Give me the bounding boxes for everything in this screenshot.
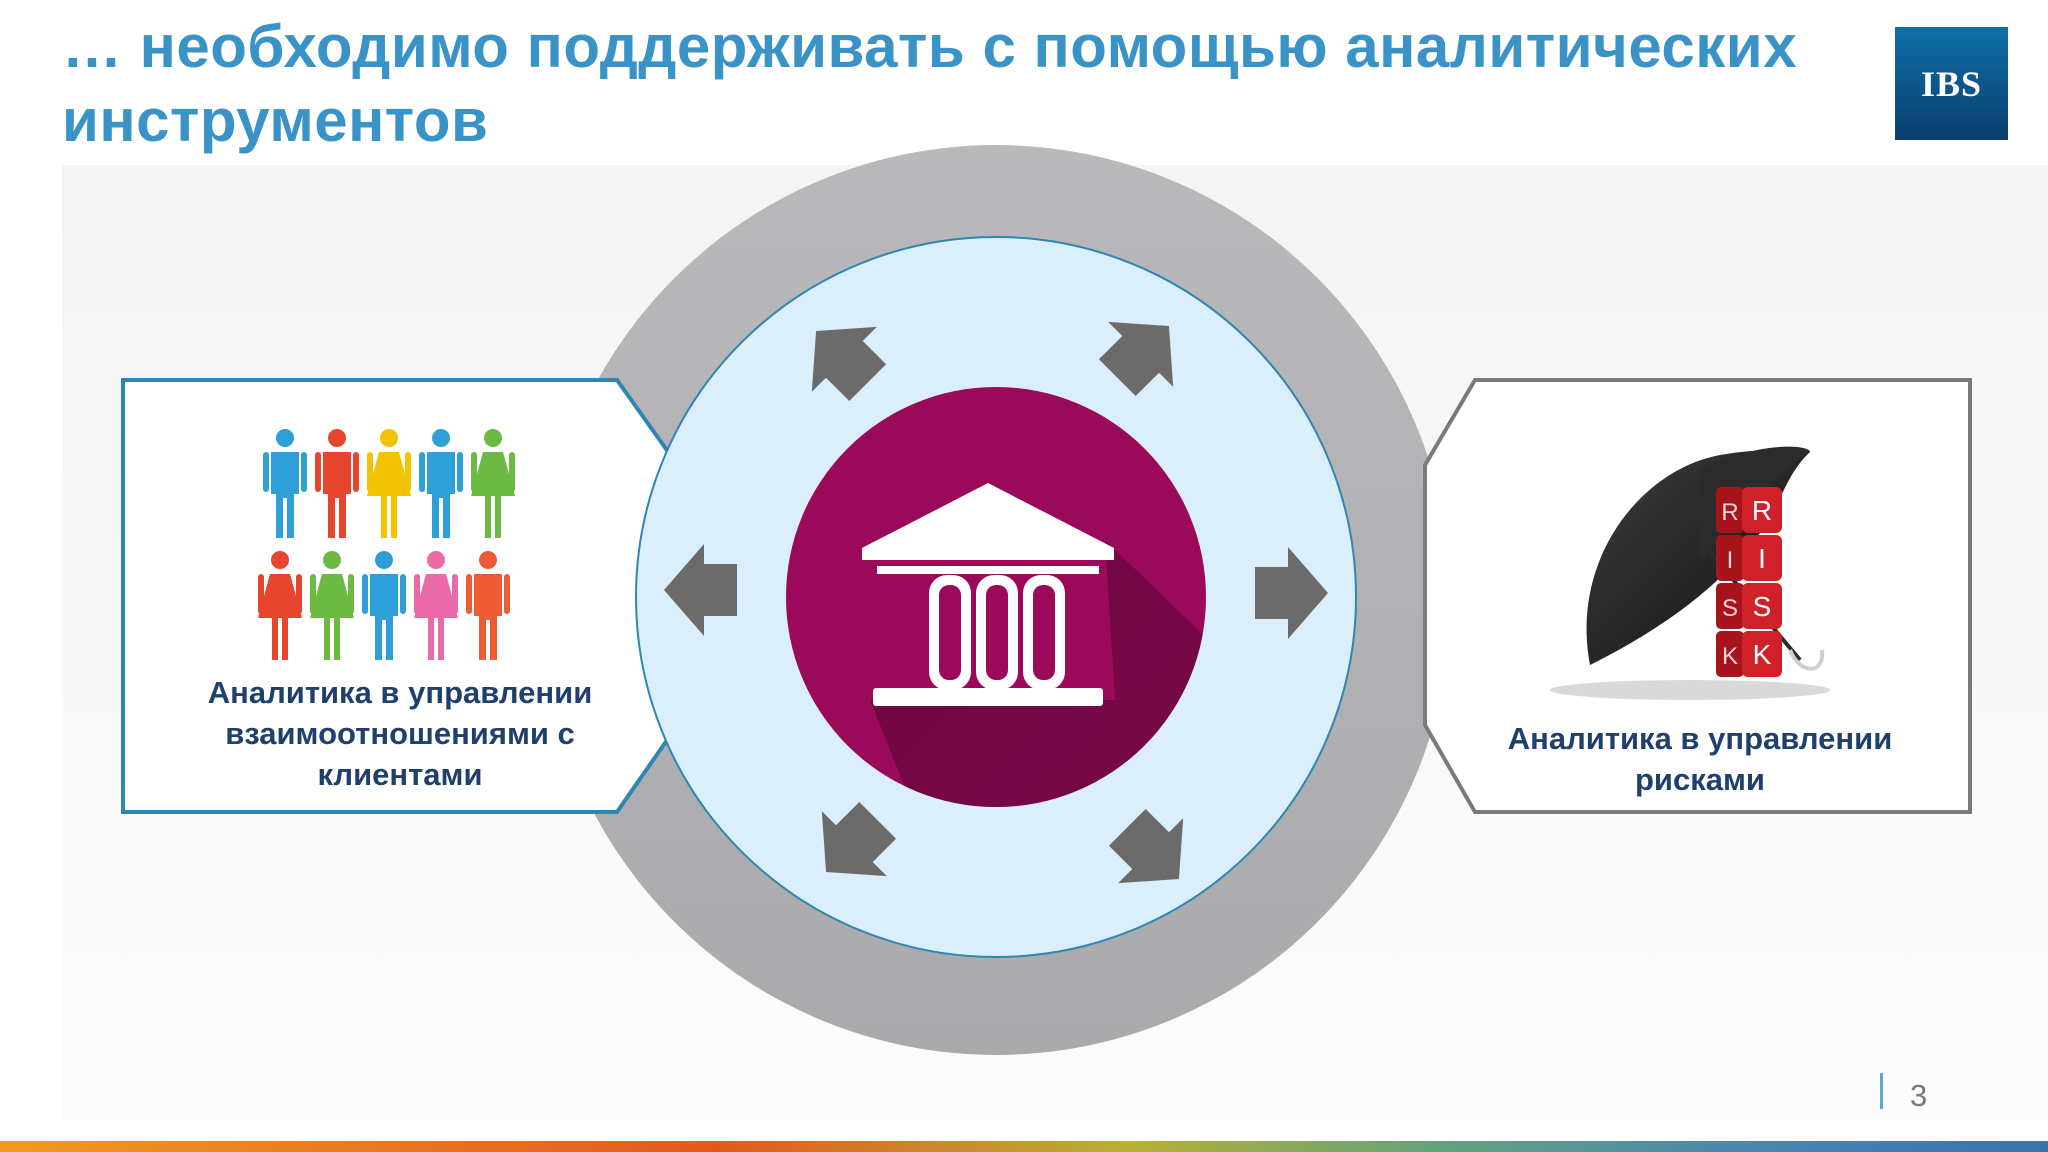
- person-icon: [414, 551, 458, 660]
- person-icon: [367, 429, 411, 538]
- risk-analytics-label: Аналитика в управлении рисками: [1450, 718, 1950, 800]
- center-long-shadow: [870, 540, 1206, 807]
- cycle-arrow-icon: [664, 544, 737, 636]
- cycle-arrow-icon: [1108, 808, 1184, 884]
- crm-line-1: Аналитика в управлении: [207, 675, 593, 710]
- person-icon: [310, 551, 354, 660]
- person-icon: [258, 551, 302, 660]
- page-number: 3: [1910, 1078, 1928, 1113]
- page-separator: [1880, 1073, 1883, 1109]
- people-crowd-icon: [258, 429, 515, 660]
- cycle-arrow-icon: [1098, 321, 1174, 397]
- cycle-arrow-icon: [1255, 547, 1328, 639]
- die-letter: S: [1753, 591, 1772, 622]
- cycle-arrows: [664, 321, 1328, 884]
- person-icon: [362, 551, 406, 660]
- risk-line-2: рисками: [1635, 762, 1765, 797]
- die-letter: K: [1722, 643, 1738, 670]
- ibs-logo: IBS: [1895, 27, 2008, 140]
- risk-line-1: Аналитика в управлении: [1507, 721, 1893, 756]
- crm-analytics-label: Аналитика в управлении взаимоотношениями…: [150, 672, 650, 795]
- page-title: … необходимо поддерживать с помощью анал…: [62, 13, 1798, 154]
- person-icon: [466, 551, 510, 660]
- crm-line-3: клиентами: [317, 757, 483, 792]
- die-letter: I: [1727, 547, 1734, 574]
- die-letter: I: [1758, 543, 1766, 574]
- die-letter: R: [1752, 495, 1772, 526]
- person-icon: [315, 429, 359, 538]
- person-icon: [419, 429, 463, 538]
- cycle-arrow-icon: [821, 801, 897, 877]
- person-icon: [471, 429, 515, 538]
- bank-column-detail: [939, 585, 1055, 680]
- cycle-arrow-icon: [811, 326, 887, 402]
- umbrella-canopy-right: [1700, 446, 1810, 560]
- bottom-color-bar: [0, 1141, 2048, 1152]
- umbrella-handle: [1788, 649, 1825, 671]
- die-letter: K: [1753, 639, 1772, 670]
- person-icon: [263, 429, 307, 538]
- umbrella-shadow: [1550, 680, 1830, 700]
- die-letter: R: [1721, 499, 1738, 526]
- crm-line-2: взаимоотношениями с: [225, 716, 575, 751]
- die-letter: S: [1722, 595, 1738, 622]
